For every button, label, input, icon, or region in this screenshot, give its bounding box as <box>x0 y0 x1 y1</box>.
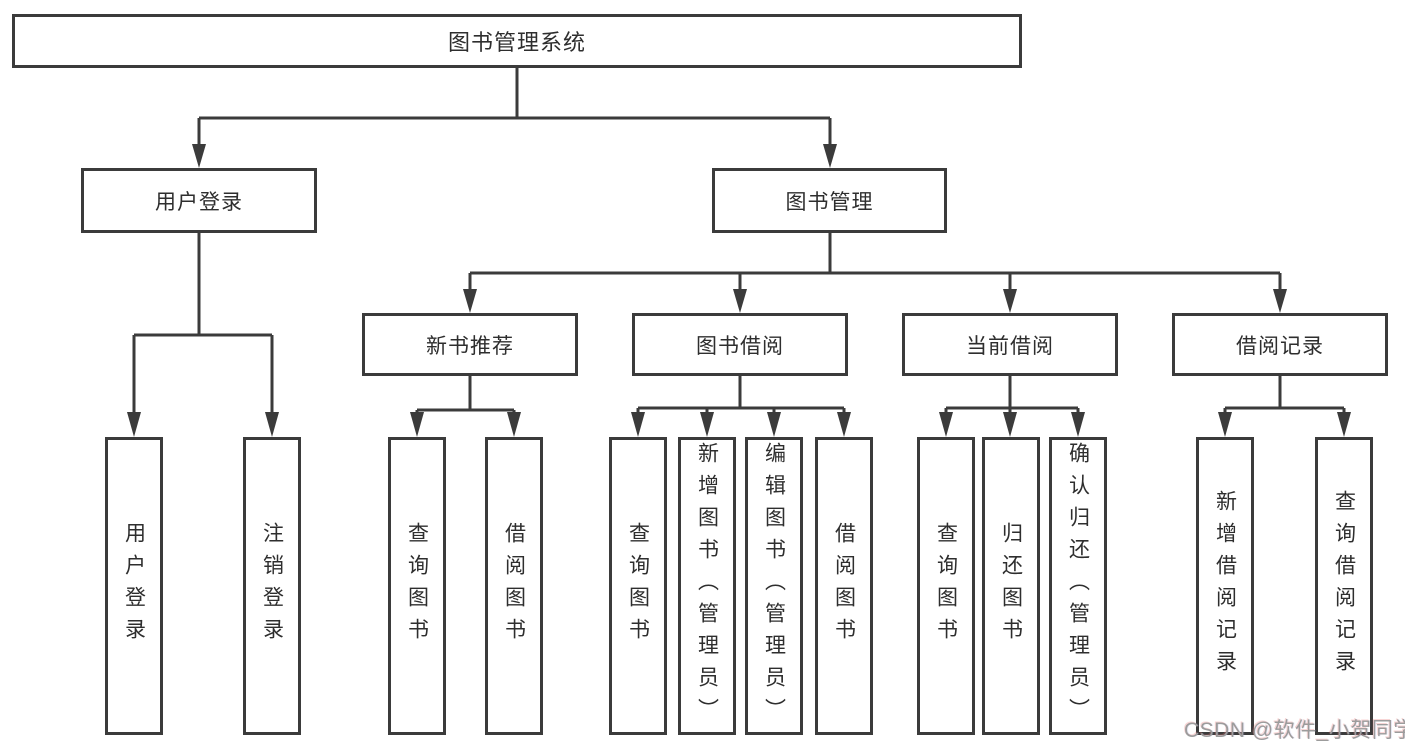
connector-new-book-recommend-to-leaves <box>410 376 521 437</box>
connector-root-to-level2 <box>192 68 837 168</box>
leaf-confirm-return-admin: 确认归还（管理员） <box>1049 437 1107 735</box>
leaf-edit-books-admin: 编辑图书（管理员） <box>745 437 803 735</box>
leaf-add-books-admin: 新增图书（管理员） <box>678 437 736 735</box>
node-book-borrow: 图书借阅 <box>632 313 848 376</box>
watermark: CSDN @软件_小贺同学 <box>1184 719 1405 742</box>
leaf-label: 借阅图书 <box>502 522 526 650</box>
connector-user-login-to-leaves <box>127 233 279 437</box>
leaf-user-login: 用户登录 <box>105 437 163 735</box>
leaf-label: 新增借阅记录 <box>1213 490 1237 682</box>
leaf-logout: 注销登录 <box>243 437 301 735</box>
leaf-borrow-books-recommend: 借阅图书 <box>485 437 543 735</box>
node-library-management-system: 图书管理系统 <box>12 14 1022 68</box>
node-book-management: 图书管理 <box>712 168 947 233</box>
leaf-label: 编辑图书（管理员） <box>762 442 786 730</box>
connector-book-borrow-to-leaves <box>631 376 851 437</box>
leaf-add-borrow-record: 新增借阅记录 <box>1196 437 1254 735</box>
leaf-borrow-books: 借阅图书 <box>815 437 873 735</box>
leaf-label: 借阅图书 <box>832 522 856 650</box>
connector-book-management-to-level3 <box>463 233 1287 313</box>
leaf-query-books-borrow: 查询图书 <box>609 437 667 735</box>
node-borrow-records: 借阅记录 <box>1172 313 1388 376</box>
leaf-label: 新增图书（管理员） <box>695 442 719 730</box>
leaf-query-books-current: 查询图书 <box>917 437 975 735</box>
leaf-label: 查询图书 <box>626 522 650 650</box>
leaf-label: 查询图书 <box>405 522 429 650</box>
node-user-login: 用户登录 <box>81 168 317 233</box>
leaf-label: 注销登录 <box>260 522 284 650</box>
connector-borrow-records-to-leaves <box>1218 376 1351 437</box>
leaf-query-borrow-record: 查询借阅记录 <box>1315 437 1373 735</box>
node-new-book-recommend: 新书推荐 <box>362 313 578 376</box>
leaf-label: 确认归还（管理员） <box>1066 442 1090 730</box>
leaf-label: 查询图书 <box>934 522 958 650</box>
leaf-label: 用户登录 <box>122 522 146 650</box>
leaf-label: 查询借阅记录 <box>1332 490 1356 682</box>
leaf-return-books: 归还图书 <box>982 437 1040 735</box>
leaf-query-books-recommend: 查询图书 <box>388 437 446 735</box>
leaf-label: 归还图书 <box>999 522 1023 650</box>
node-current-borrow: 当前借阅 <box>902 313 1118 376</box>
connector-current-borrow-to-leaves <box>939 376 1085 437</box>
